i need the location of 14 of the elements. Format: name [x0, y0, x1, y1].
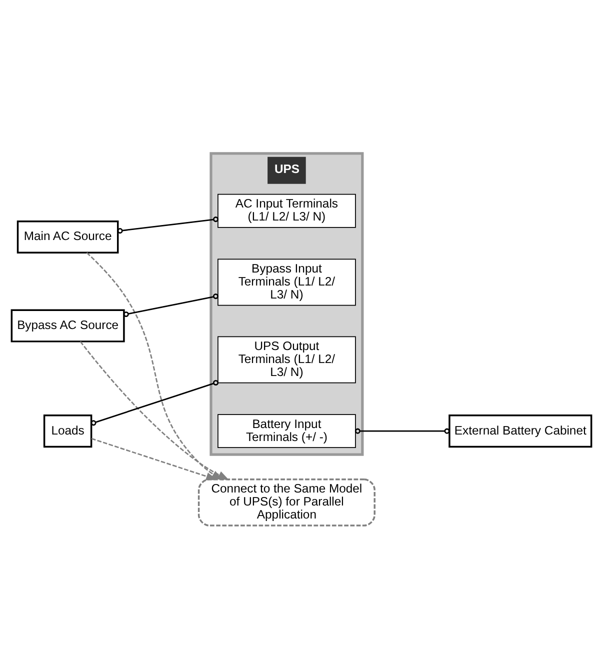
connector	[90, 379, 219, 426]
node-box: Bypass AC Source	[10, 308, 125, 342]
connector	[117, 216, 219, 234]
node-box: Battery Input Terminals (+/ -)	[218, 414, 356, 448]
arrow	[91, 437, 218, 480]
connector	[123, 293, 218, 317]
node-box: Bypass Input Terminals (L1/ L2/ L3/ N)	[218, 258, 356, 306]
node-box: Loads	[43, 414, 92, 448]
node-box: UPS Output Terminals (L1/ L2/ L3/ N)	[218, 336, 356, 383]
node-box: Main AC Source	[16, 220, 119, 254]
node-box: AC Input Terminals (L1/ L2/ L3/ N)	[218, 193, 356, 228]
node-box: Connect to the Same Model of UPS(s) for Parallel Application	[198, 478, 376, 526]
connector	[354, 428, 450, 434]
node-box: External Battery Cabinet	[448, 414, 592, 448]
